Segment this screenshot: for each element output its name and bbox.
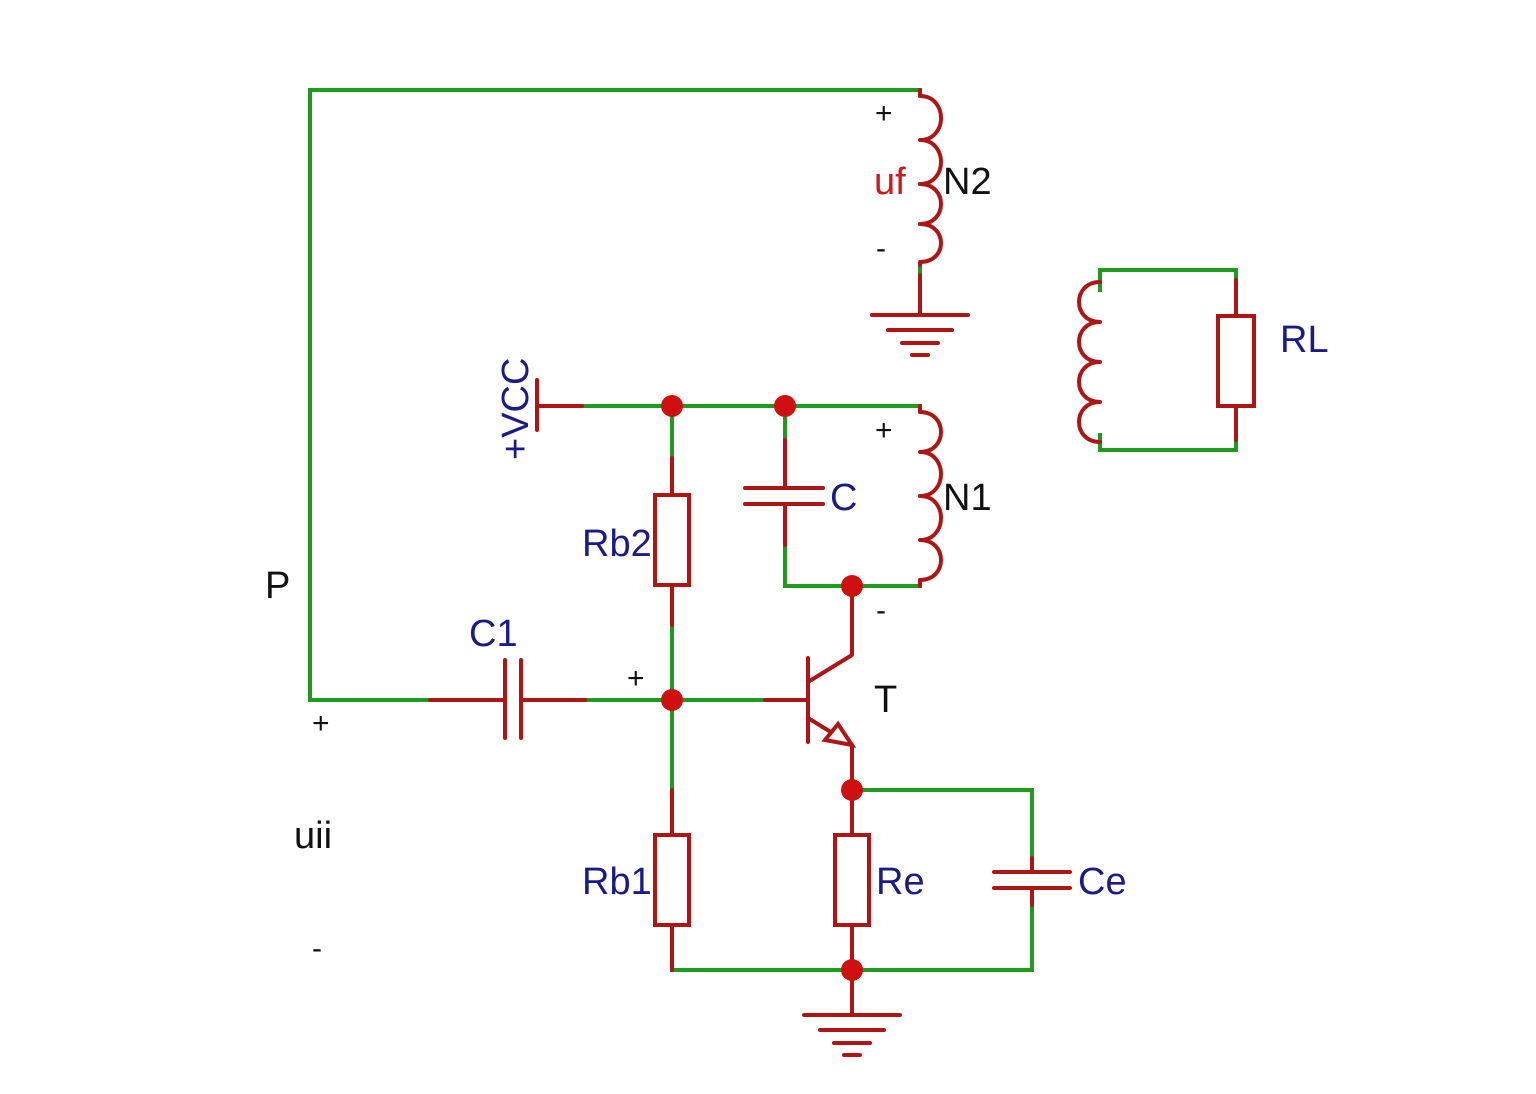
- junction-emitter: [841, 779, 863, 801]
- label-ce: Ce: [1078, 861, 1127, 903]
- n1-coil: [918, 404, 943, 588]
- components: [428, 88, 1256, 1057]
- label-rl: RL: [1280, 319, 1329, 361]
- label-n1: N1: [943, 477, 992, 519]
- n1-minus-sign: -: [876, 594, 886, 627]
- label-re: Re: [876, 861, 925, 903]
- rl-bottom-wire: [1098, 433, 1238, 452]
- transistor-emitter-arrow: [821, 720, 857, 748]
- junction-ground: [841, 959, 863, 981]
- label-c: C: [830, 477, 857, 519]
- label-rb1: Rb1: [582, 861, 652, 903]
- label-t: T: [874, 679, 897, 721]
- label-vcc: +VCC: [495, 358, 537, 460]
- load-coil: [1077, 280, 1102, 444]
- ground-rail: [670, 903, 1034, 972]
- input-minus-sign: -: [312, 932, 322, 965]
- emitter-to-ce-wire: [850, 788, 1034, 860]
- label-c1: C1: [469, 613, 518, 655]
- junction-vcc-c: [774, 395, 796, 417]
- re-resistor: [833, 833, 871, 927]
- junctions: [661, 395, 863, 981]
- wires: [308, 88, 1238, 972]
- n2-coil: [918, 88, 943, 267]
- n2-minus-sign: -: [876, 232, 886, 265]
- base-plus-sign: +: [627, 662, 645, 695]
- input-plus-sign: +: [312, 707, 330, 740]
- label-rb2: Rb2: [582, 523, 652, 565]
- label-n2: N2: [943, 161, 992, 203]
- junction-base: [661, 689, 683, 711]
- rl-resistor: [1216, 314, 1256, 408]
- rl-top-wire: [1098, 268, 1238, 292]
- rb1-resistor: [653, 833, 691, 927]
- junction-collector: [841, 575, 863, 597]
- labels: +VCC Rb2 Rb1 Re Ce C C1 RL N1 N2 uf T P …: [265, 97, 1329, 965]
- junction-vcc-rb2: [661, 395, 683, 417]
- label-ui: uii: [294, 815, 332, 857]
- n1-plus-sign: +: [875, 414, 893, 447]
- transistor-collector: [806, 584, 854, 684]
- n2-plus-sign: +: [875, 97, 893, 130]
- feedback-wire: [308, 88, 922, 702]
- label-p: P: [265, 565, 290, 607]
- label-uf: uf: [874, 161, 906, 203]
- rb2-resistor: [653, 493, 691, 587]
